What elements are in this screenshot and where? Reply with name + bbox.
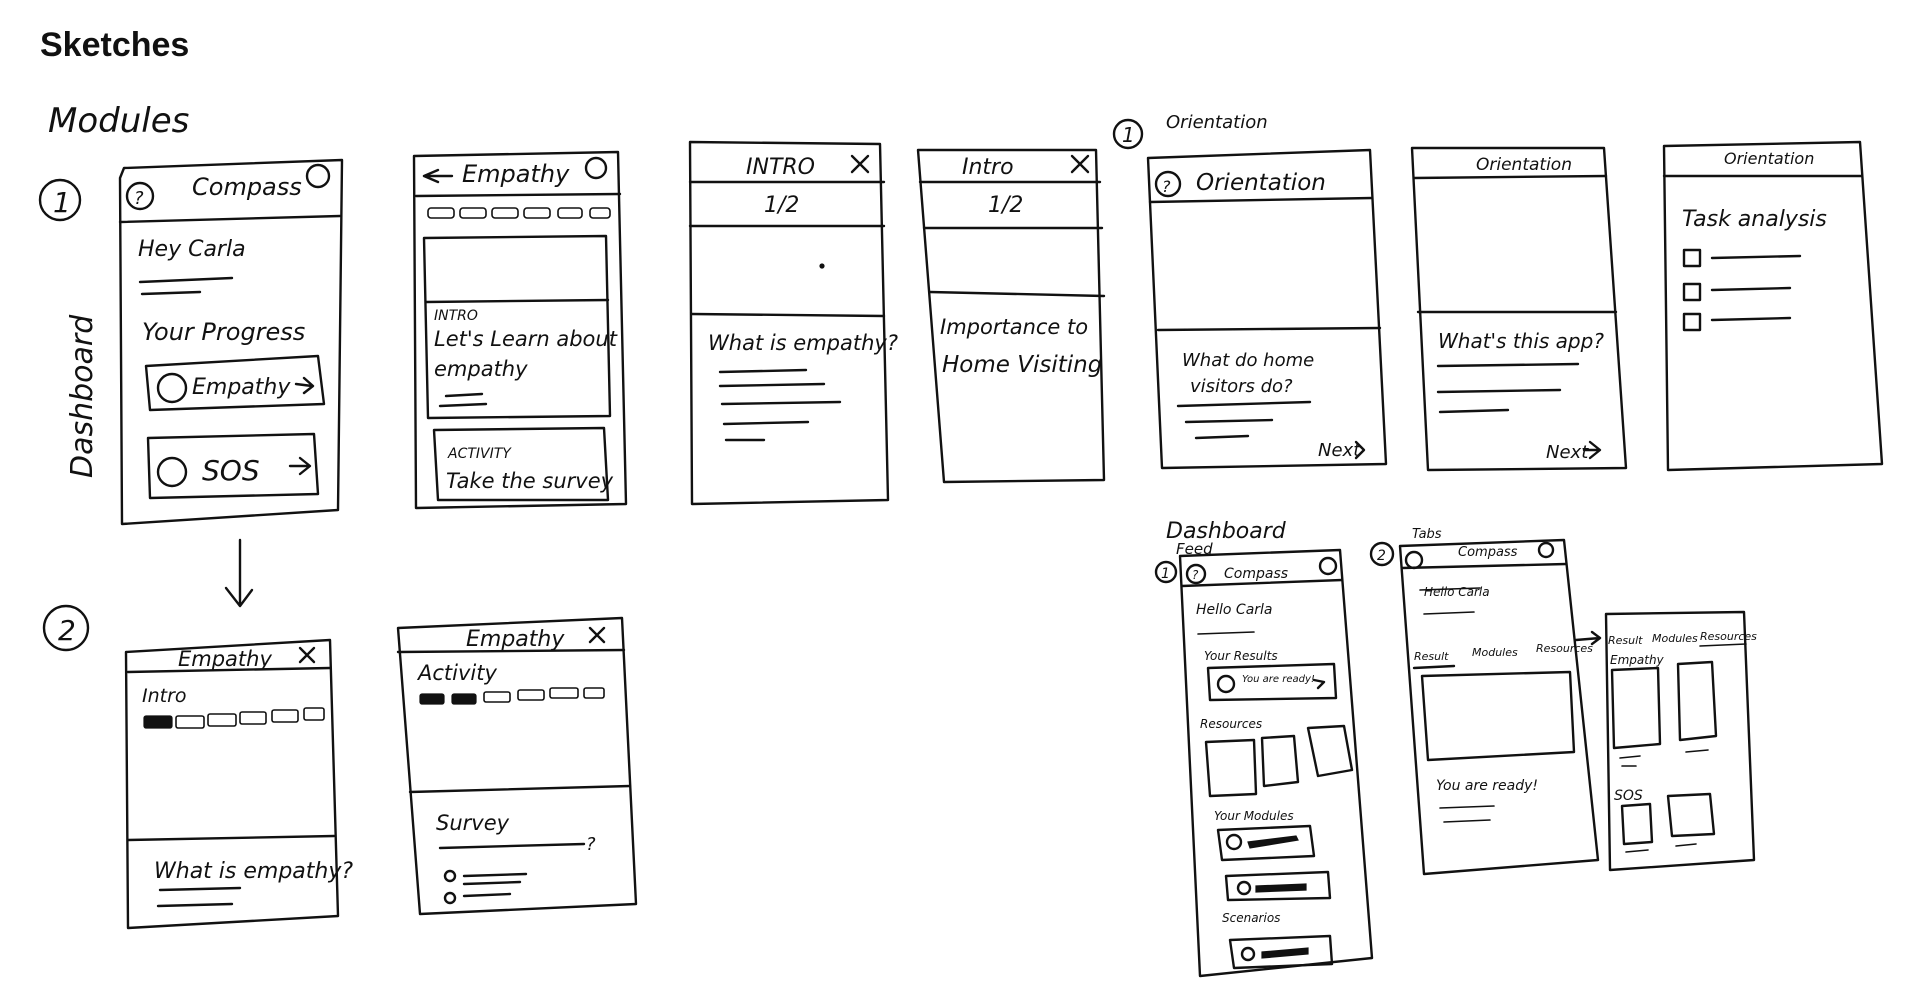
tabs-title: Compass: [1458, 545, 1518, 560]
orientation-screen-3-sketch: Orientation Task analysis: [1662, 140, 1884, 472]
feed-title: Compass: [1224, 566, 1288, 582]
orientation-screen-1-sketch: ? Orientation What do home visitors do? …: [1146, 148, 1388, 470]
tabs-message: You are ready!: [1436, 778, 1538, 794]
intro-label: INTRO: [434, 308, 478, 324]
tabs-screen-sketch: Compass Hello Carla Result Modules Resou…: [1398, 538, 1602, 876]
intro1-counter: 1/2: [764, 193, 799, 218]
empathy-activity-title: Empathy: [466, 627, 565, 652]
orientation2-title: Orientation: [1476, 155, 1572, 175]
step-one-marker: [38, 178, 82, 222]
orientation1-question-line2: visitors do?: [1190, 376, 1293, 397]
empathy-activity-screen-sketch: Empathy Activity Survey ?: [396, 616, 638, 916]
orientation1-title: Orientation: [1196, 170, 1326, 196]
empathy-intro-title: Empathy: [178, 647, 272, 671]
dashboard-greeting: Hey Carla: [138, 237, 246, 262]
intro2-title: Intro: [962, 155, 1014, 180]
activity-label: ACTIVITY: [447, 446, 512, 462]
feed-scenarios-label: Scenarios: [1222, 911, 1280, 925]
empathy-intro-section: Intro: [142, 685, 187, 707]
orientation-screen-2-sketch: Orientation What's this app? Next: [1410, 146, 1628, 472]
tabs-greeting: Hello Carla: [1424, 585, 1490, 599]
intro-screen-1-sketch: INTRO 1/2 What is empathy?: [688, 140, 898, 506]
dashboard-feed-heading-line2: Feed: [1176, 540, 1213, 558]
svg-text:1: 1: [1161, 566, 1170, 582]
intro2-text-line1: Importance to: [940, 315, 1088, 339]
modules-heading: Modules: [48, 101, 189, 141]
orientation2-next: Next: [1546, 442, 1589, 463]
empathy-activity-section: Activity: [416, 661, 497, 685]
dashboard-screen-sketch: ? Compass Hey Carla Your Progress Empath…: [118, 158, 344, 526]
step-two-marker: [42, 604, 90, 652]
avatar-icon: [305, 163, 331, 189]
feed-results-label: Your Results: [1204, 649, 1278, 663]
orientation-step-number: 1: [1122, 123, 1135, 147]
orientation3-title: Orientation: [1724, 149, 1814, 168]
feed-greeting: Hello Carla: [1196, 602, 1273, 618]
orientation1-question-line1: What do home: [1182, 350, 1314, 371]
tabs-tab-resources: Resources: [1536, 642, 1593, 655]
intro-screen-2-sketch: Intro 1/2 Importance to Home Visiting: [916, 148, 1106, 484]
step-one-number: 1: [53, 186, 71, 219]
orientation3-heading: Task analysis: [1682, 207, 1827, 232]
close-icon: [850, 154, 870, 174]
orientation1-next: Next: [1318, 440, 1361, 461]
orientation2-question: What's this app?: [1438, 329, 1604, 353]
empathy-title: Empathy: [462, 160, 570, 188]
tabs2-section-sos: SOS: [1614, 788, 1643, 804]
dashboard-item-empathy: Empathy: [192, 375, 291, 400]
tabs2-section-empathy: Empathy: [1610, 653, 1665, 667]
intro1-question: What is empathy?: [708, 331, 898, 355]
feed-screen-sketch: ? Compass Hello Carla Your Results You a…: [1178, 548, 1374, 978]
step-two-number: 2: [58, 614, 76, 647]
feed-results-card: You are ready!: [1242, 674, 1315, 685]
empathy-intro-question: What is empathy?: [154, 859, 353, 884]
dashboard-item-sos: SOS: [202, 454, 260, 487]
progress-label: Your Progress: [142, 318, 305, 346]
empathy-screen-sketch: Empathy INTRO Let's Learn about empathy …: [412, 150, 628, 510]
intro2-counter: 1/2: [988, 193, 1023, 218]
dashboard-feed-heading-line1: Dashboard: [1166, 519, 1287, 544]
intro1-title: INTRO: [746, 155, 815, 180]
tabs-screen-2-sketch: Result Modules Resources Empathy SOS: [1604, 610, 1757, 872]
tabs-heading: Tabs: [1412, 527, 1442, 542]
intro2-text-line2: Home Visiting: [942, 352, 1102, 378]
empathy-activity-survey: Survey: [436, 811, 510, 835]
svg-text:?: ?: [134, 188, 144, 209]
tabs-step-number: 2: [1377, 548, 1386, 564]
flow-arrow-down: [224, 538, 254, 608]
dashboard-title: Compass: [192, 173, 302, 201]
svg-text:?: ?: [1192, 568, 1199, 582]
tabs-tab-result: Result: [1414, 650, 1449, 663]
empathy-intro-screen-sketch: Empathy Intro What is empathy?: [124, 638, 353, 930]
intro-text-line2: empathy: [434, 357, 528, 381]
dashboard-vertical-label: Dashboard: [65, 314, 100, 478]
feed-modules-label: Your Modules: [1214, 809, 1294, 823]
svg-text:?: ?: [586, 834, 596, 855]
page-title: Sketches: [40, 26, 190, 64]
feed-resources-label: Resources: [1200, 717, 1262, 731]
tabs-tab-modules: Modules: [1472, 646, 1518, 659]
help-icon: [125, 181, 155, 211]
orientation-heading: Orientation: [1166, 112, 1268, 133]
tabs2-tab-result: Result: [1608, 634, 1643, 647]
tabs2-tab-modules: Modules: [1652, 632, 1698, 645]
intro-text-line1: Let's Learn about: [434, 327, 618, 351]
tabs2-tab-resources: Resources: [1700, 630, 1757, 643]
svg-text:?: ?: [1162, 177, 1171, 196]
activity-text: Take the survey: [446, 469, 614, 493]
